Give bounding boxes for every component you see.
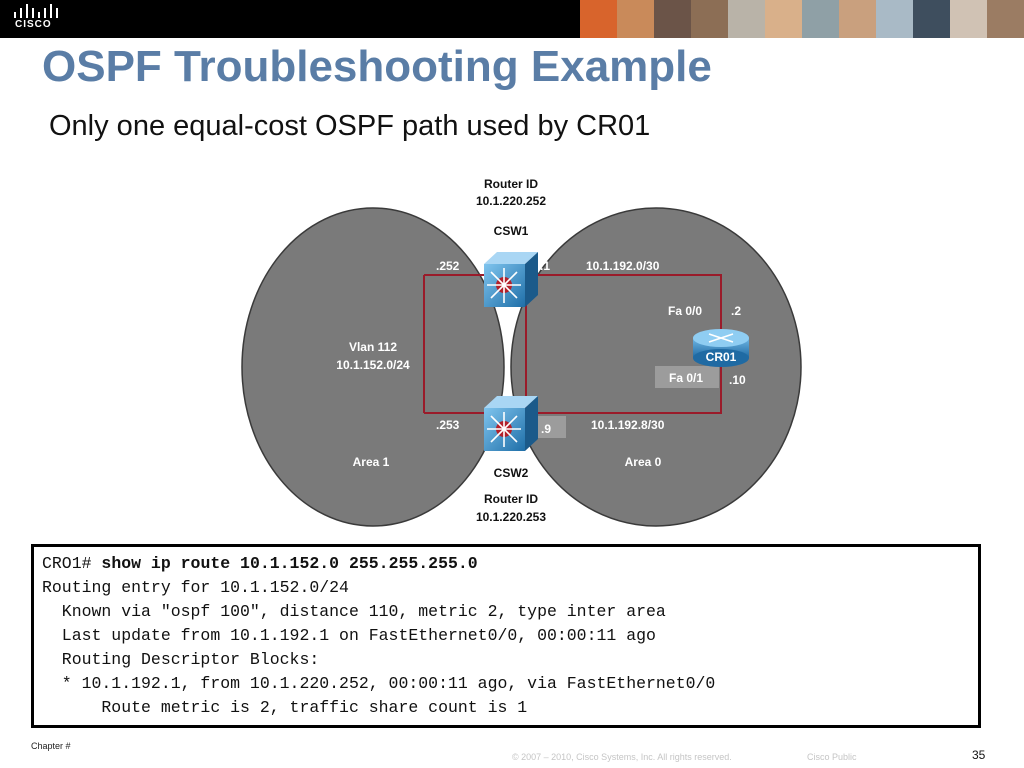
cisco-logo-text: CISCO — [15, 19, 52, 30]
header-photo-tile — [987, 0, 1024, 38]
link-csw1-cr01 — [526, 274, 722, 333]
cli-command: show ip route 10.1.152.0 255.255.255.0 — [101, 554, 478, 573]
header-photo-tile — [950, 0, 987, 38]
footer-copyright: © 2007 – 2010, Cisco Systems, Inc. All r… — [512, 752, 732, 762]
csw2-vlan-address: .253 — [436, 418, 460, 432]
csw2-label: CSW2 — [494, 466, 529, 480]
area-1-label: Area 1 — [353, 455, 390, 469]
csw1-label: CSW1 — [494, 224, 529, 238]
csw2-router-id: 10.1.220.253 — [476, 510, 546, 524]
cli-output-line: Route metric is 2, traffic share count i… — [42, 698, 528, 717]
header-photo-tile — [654, 0, 691, 38]
header-photo-strip — [580, 0, 1024, 38]
page-number: 35 — [972, 748, 986, 762]
header-photo-tile — [580, 0, 617, 38]
cli-command-line: CRO1# show ip route 10.1.152.0 255.255.2… — [42, 552, 978, 576]
header-photo-tile — [765, 0, 802, 38]
ospf-network-diagram: Router ID 10.1.220.252 CSW1 CSW2 Router … — [241, 177, 802, 527]
csw1-switch-icon — [484, 252, 538, 307]
header-bar: CISCO — [0, 0, 1024, 38]
cisco-logo: CISCO — [10, 4, 70, 34]
cr01-fa01-label-box — [655, 366, 719, 388]
header-photo-tile — [839, 0, 876, 38]
link-top-subnet: 10.1.192.0/30 — [586, 259, 660, 273]
footer-classification: Cisco Public — [807, 752, 857, 762]
csw1-link-address: .1 — [540, 259, 550, 273]
csw2-router-id-label: Router ID — [484, 492, 538, 506]
vlan-112-subnet: 10.1.152.0/24 — [336, 358, 410, 372]
header-photo-tile — [876, 0, 913, 38]
csw2-link-address: .9 — [541, 422, 551, 436]
cr01-fa01-address: .10 — [729, 373, 746, 387]
csw2-switch-icon — [484, 396, 538, 451]
footer-chapter: Chapter # — [31, 741, 71, 751]
csw2-link-label-box — [533, 416, 566, 438]
cr01-label: CR01 — [706, 350, 737, 364]
cli-prompt: CRO1# — [42, 554, 102, 573]
csw1-router-id: 10.1.220.252 — [476, 194, 546, 208]
cr01-fa00-address: .2 — [731, 304, 741, 318]
slide-subtitle: Only one equal-cost OSPF path used by CR… — [49, 110, 651, 142]
slide-title: OSPF Troubleshooting Example — [42, 42, 712, 91]
header-photo-tile — [728, 0, 765, 38]
cli-output-line: Known via "ospf 100", distance 110, metr… — [42, 602, 666, 621]
cli-output-box: CRO1# show ip route 10.1.152.0 255.255.2… — [31, 544, 981, 728]
cr01-router-icon — [693, 329, 749, 367]
header-photo-tile — [802, 0, 839, 38]
cli-output-line: * 10.1.192.1, from 10.1.220.252, 00:00:1… — [42, 674, 716, 693]
header-photo-tile — [913, 0, 950, 38]
header-photo-tile — [691, 0, 728, 38]
header-photo-tile — [617, 0, 654, 38]
area-1-region — [241, 207, 505, 527]
cisco-bars-icon — [14, 4, 58, 18]
cr01-fa00-label: Fa 0/0 — [668, 304, 702, 318]
cr01-fa01-label: Fa 0/1 — [669, 371, 703, 385]
cli-output-line: Routing entry for 10.1.152.0/24 — [42, 578, 349, 597]
vlan-112-label: Vlan 112 — [349, 340, 397, 354]
csw1-vlan-address: .252 — [436, 259, 460, 273]
csw1-router-id-label: Router ID — [484, 177, 538, 191]
cli-output-line: Last update from 10.1.192.1 on FastEther… — [42, 626, 656, 645]
link-bottom-subnet: 10.1.192.8/30 — [591, 418, 665, 432]
cli-output-line: Routing Descriptor Blocks: — [42, 650, 320, 669]
area-0-label: Area 0 — [625, 455, 662, 469]
link-csw2-cr01 — [526, 360, 722, 414]
